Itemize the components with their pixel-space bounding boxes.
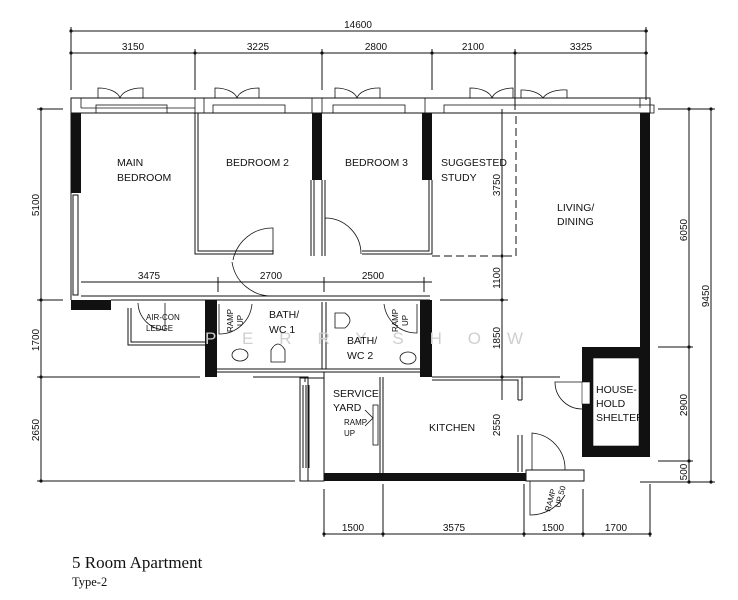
label-service-2: YARD <box>333 402 362 414</box>
label-ramp-bath2: RAMP <box>391 309 400 332</box>
dim-top-3: 2800 <box>365 42 388 53</box>
label-service-1: SERVICE <box>333 388 379 400</box>
label-up50-entrance: UP 50 <box>553 484 568 508</box>
dim-int-v-2: 1100 <box>492 267 503 289</box>
bottom-dimensions: 1500 3575 1500 1700 <box>322 484 652 537</box>
dim-top-1: 3150 <box>122 42 145 53</box>
label-bath1-1: BATH/ <box>269 309 299 321</box>
label-main-bedroom-1: MAIN <box>117 157 143 169</box>
label-shelter-3: SHELTER <box>596 412 644 424</box>
dim-top-2: 3225 <box>247 42 270 53</box>
plan-title: 5 Room Apartment <box>72 553 203 572</box>
dim-right-total: 9450 <box>701 284 712 307</box>
dim-top-5: 3325 <box>570 42 593 53</box>
right-dimensions: 6050 2900 500 9450 <box>640 107 715 484</box>
dim-bottom-4: 1700 <box>605 523 628 534</box>
dim-int-h-1: 3475 <box>138 271 161 282</box>
dim-left-2: 1700 <box>31 328 42 351</box>
top-dimensions: 14600 3150 3225 2800 2100 3325 <box>69 20 648 110</box>
top-facade-windows <box>70 87 655 114</box>
label-bath1-2: WC 1 <box>269 324 295 336</box>
label-aircon-2: LEDGE <box>146 324 173 333</box>
dim-int-v-3: 1850 <box>492 326 503 349</box>
dim-top-4: 2100 <box>462 42 485 53</box>
doors-and-fixtures <box>137 217 583 516</box>
walls <box>70 113 650 482</box>
label-living-1: LIVING/ <box>557 202 594 214</box>
label-shelter-1: HOUSE- <box>596 384 637 396</box>
dim-int-v-1: 3750 <box>492 173 503 196</box>
label-living-2: DINING <box>557 216 594 228</box>
label-bath2-1: BATH/ <box>347 335 377 347</box>
dim-right-3: 500 <box>679 463 690 480</box>
dim-total-width: 14600 <box>344 20 372 31</box>
label-study-1: SUGGESTED <box>441 157 507 169</box>
label-bedroom-3: BEDROOM 3 <box>345 157 408 169</box>
label-up-bath1: UP <box>236 315 245 326</box>
dim-left-1: 5100 <box>31 193 42 216</box>
watermark: P E R R Y S H O W <box>205 329 525 348</box>
label-up-service: UP <box>344 429 355 438</box>
label-kitchen: KITCHEN <box>429 422 475 434</box>
label-up-bath2: UP <box>401 315 410 326</box>
label-ramp-bath1: RAMP <box>226 309 235 332</box>
plan-subtitle: Type-2 <box>72 575 108 589</box>
label-bath2-2: WC 2 <box>347 350 373 362</box>
dim-int-h-3: 2500 <box>362 271 385 282</box>
left-dimensions: 5100 1700 2650 <box>31 107 295 483</box>
dim-right-1: 6050 <box>679 218 690 241</box>
label-aircon-1: AIR-CON <box>146 313 180 322</box>
dim-int-h-2: 2700 <box>260 271 283 282</box>
internal-dimensions: 3475 2700 2500 3750 1100 1850 2550 <box>81 109 560 436</box>
label-shelter-2: HOLD <box>596 398 626 410</box>
dim-left-3: 2650 <box>31 418 42 441</box>
label-bedroom-2: BEDROOM 2 <box>226 157 289 169</box>
label-ramp-service: RAMP <box>344 418 367 427</box>
label-main-bedroom-2: BEDROOM <box>117 172 171 184</box>
dim-bottom-2: 3575 <box>443 523 466 534</box>
dim-int-v-4: 2550 <box>492 413 503 436</box>
dim-bottom-3: 1500 <box>542 523 565 534</box>
dim-right-2: 2900 <box>679 393 690 416</box>
label-study-2: STUDY <box>441 172 477 184</box>
dim-bottom-1: 1500 <box>342 523 365 534</box>
